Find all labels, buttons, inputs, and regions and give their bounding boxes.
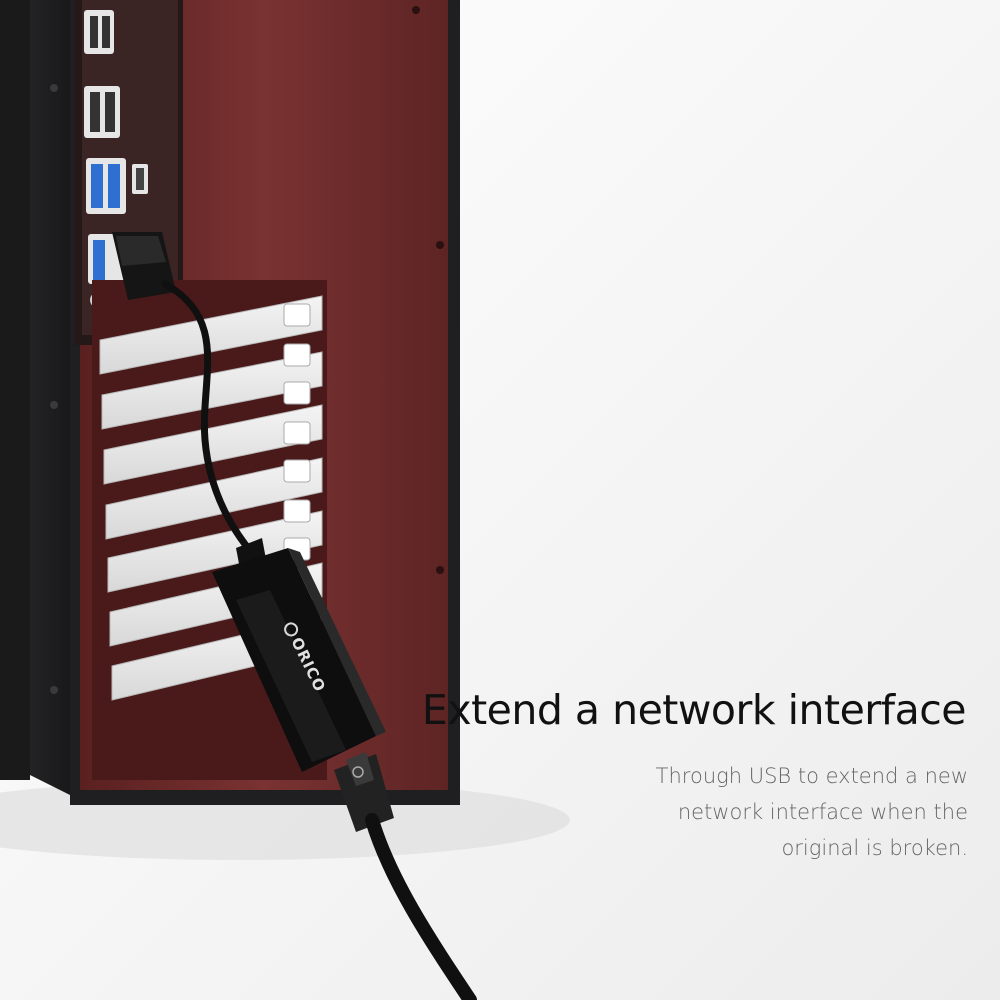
body-line-2: network interface when the — [677, 800, 968, 824]
ethernet-cable — [365, 813, 477, 1000]
usb-plug — [112, 232, 176, 300]
usb-cable — [161, 280, 262, 564]
headline: Extend a network interface — [421, 686, 967, 734]
body-line-3: original is broken. — [781, 836, 968, 860]
body-text: Through USB to extend a new network inte… — [548, 758, 968, 866]
body-line-1: Through USB to extend a new — [655, 764, 968, 788]
usb-ports — [84, 10, 148, 284]
network-adapter: ORICO — [212, 538, 394, 832]
